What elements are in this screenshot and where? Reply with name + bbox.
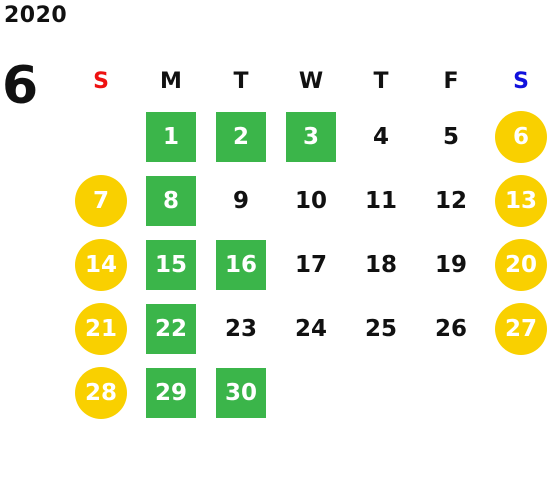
calendar-day-number: 9 [232, 188, 249, 214]
calendar-day-cell[interactable]: 7 [66, 169, 136, 233]
calendar-day-cell [346, 361, 416, 425]
calendar-day-cell[interactable]: 19 [416, 233, 486, 297]
calendar-day-number: 15 [146, 240, 196, 290]
calendar-week-row: 14 15 16 17 18 19 20 [66, 233, 548, 297]
year-label: 2020 [4, 3, 68, 28]
calendar-day-empty [356, 368, 406, 418]
calendar-day-number: 16 [216, 240, 266, 290]
calendar-day-cell[interactable]: 13 [486, 169, 548, 233]
calendar-day-cell[interactable]: 16 [206, 233, 276, 297]
weekday-header-row: S M T W T F S [66, 57, 548, 105]
calendar-day-number: 19 [434, 252, 467, 278]
calendar-day-number: 4 [372, 124, 389, 150]
calendar-day-number: 25 [364, 316, 397, 342]
calendar-day-number: 14 [75, 239, 127, 291]
calendar-day-number: 23 [224, 316, 257, 342]
calendar-day-number: 20 [495, 239, 547, 291]
calendar-day-cell[interactable]: 18 [346, 233, 416, 297]
calendar-day-number: 21 [75, 303, 127, 355]
calendar-day-number: 8 [146, 176, 196, 226]
calendar-day-cell[interactable]: 26 [416, 297, 486, 361]
weekday-cell-mon: M [136, 57, 206, 105]
calendar-day-number: 18 [364, 252, 397, 278]
calendar-day-number: 28 [75, 367, 127, 419]
calendar-day-cell[interactable]: 3 [276, 105, 346, 169]
calendar-day-number: 6 [495, 111, 547, 163]
weekday-cell-wed: W [276, 57, 346, 105]
calendar-day-empty [286, 368, 336, 418]
calendar-week-row: 28 29 30 [66, 361, 548, 425]
calendar-day-number: 22 [146, 304, 196, 354]
calendar-day-cell[interactable]: 2 [206, 105, 276, 169]
weekday-cell-tue: T [206, 57, 276, 105]
calendar-day-number: 5 [442, 124, 459, 150]
weekday-label-thursday: T [373, 68, 389, 94]
calendar-day-empty [496, 368, 546, 418]
calendar-day-cell [486, 361, 548, 425]
calendar-day-cell[interactable]: 24 [276, 297, 346, 361]
calendar-day-number: 1 [146, 112, 196, 162]
calendar-day-cell[interactable]: 20 [486, 233, 548, 297]
calendar-day-number: 3 [286, 112, 336, 162]
calendar-day-cell[interactable]: 21 [66, 297, 136, 361]
calendar-day-cell[interactable]: 5 [416, 105, 486, 169]
weekday-cell-fri: F [416, 57, 486, 105]
calendar-day-number: 24 [294, 316, 327, 342]
calendar-day-cell[interactable]: 9 [206, 169, 276, 233]
calendar-day-empty [426, 368, 476, 418]
calendar-day-cell[interactable]: 28 [66, 361, 136, 425]
calendar-day-number: 12 [434, 188, 467, 214]
calendar-day-cell[interactable]: 30 [206, 361, 276, 425]
calendar-day-empty [76, 112, 126, 162]
calendar-day-cell [416, 361, 486, 425]
weekday-label-friday: F [443, 68, 459, 94]
calendar-day-cell[interactable]: 27 [486, 297, 548, 361]
calendar-day-number: 29 [146, 368, 196, 418]
calendar-day-number: 27 [495, 303, 547, 355]
calendar-day-number: 13 [495, 175, 547, 227]
weekday-label-tuesday: T [233, 68, 249, 94]
calendar-day-cell[interactable]: 1 [136, 105, 206, 169]
calendar-day-cell [276, 361, 346, 425]
calendar-day-cell[interactable]: 11 [346, 169, 416, 233]
calendar-day-cell[interactable]: 25 [346, 297, 416, 361]
weekday-label-wednesday: W [298, 68, 324, 94]
calendar-day-number: 10 [294, 188, 327, 214]
calendar-day-cell[interactable]: 29 [136, 361, 206, 425]
month-number: 6 [2, 56, 39, 116]
calendar-day-cell[interactable]: 17 [276, 233, 346, 297]
calendar-day-number: 30 [216, 368, 266, 418]
calendar-day-number: 11 [364, 188, 397, 214]
calendar-week-row: 21 22 23 24 25 26 27 [66, 297, 548, 361]
calendar-day-cell[interactable]: 12 [416, 169, 486, 233]
calendar-day-cell[interactable]: 15 [136, 233, 206, 297]
calendar-day-number: 2 [216, 112, 266, 162]
calendar-day-cell[interactable]: 6 [486, 105, 548, 169]
calendar-day-cell[interactable]: 8 [136, 169, 206, 233]
calendar-day-cell[interactable]: 10 [276, 169, 346, 233]
weekday-cell-sun: S [66, 57, 136, 105]
calendar-day-cell [66, 105, 136, 169]
weekday-label-sunday: S [93, 68, 109, 94]
calendar-day-cell[interactable]: 22 [136, 297, 206, 361]
weekday-label-saturday: S [513, 68, 529, 94]
calendar-day-cell[interactable]: 23 [206, 297, 276, 361]
calendar-day-cell[interactable]: 14 [66, 233, 136, 297]
calendar-day-number: 17 [294, 252, 327, 278]
weekday-cell-sat: S [486, 57, 548, 105]
weekday-cell-thu: T [346, 57, 416, 105]
calendar-day-number: 7 [75, 175, 127, 227]
weekday-label-monday: M [160, 68, 182, 94]
calendar-day-cell[interactable]: 4 [346, 105, 416, 169]
calendar-day-number: 26 [434, 316, 467, 342]
